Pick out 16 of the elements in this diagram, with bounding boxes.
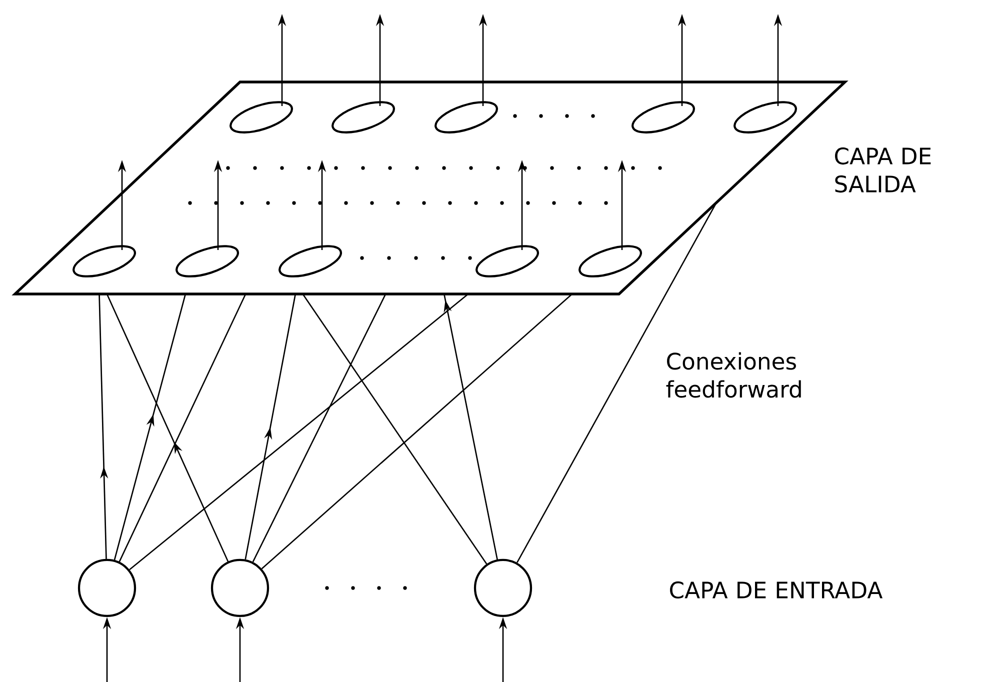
- connection-line: [118, 294, 246, 562]
- arrow: [114, 294, 186, 560]
- layer-label: CAPA DE ENTRADA: [670, 581, 883, 599]
- neuron-circle: [78, 558, 136, 618]
- layer-label: Conexiones feedforward: [666, 352, 801, 398]
- layer-label: CAPA DE SALIDA: [835, 147, 931, 193]
- connection-line: [129, 294, 468, 570]
- connection-line: [302, 294, 488, 564]
- arrow: [444, 294, 498, 560]
- neuron-circle: [474, 558, 532, 618]
- connection-line: [252, 294, 386, 562]
- connection-line: [261, 294, 572, 570]
- connection-line: [516, 204, 716, 563]
- neuron-circle: [210, 558, 270, 618]
- arrow: [106, 294, 229, 562]
- arrow: [244, 294, 296, 560]
